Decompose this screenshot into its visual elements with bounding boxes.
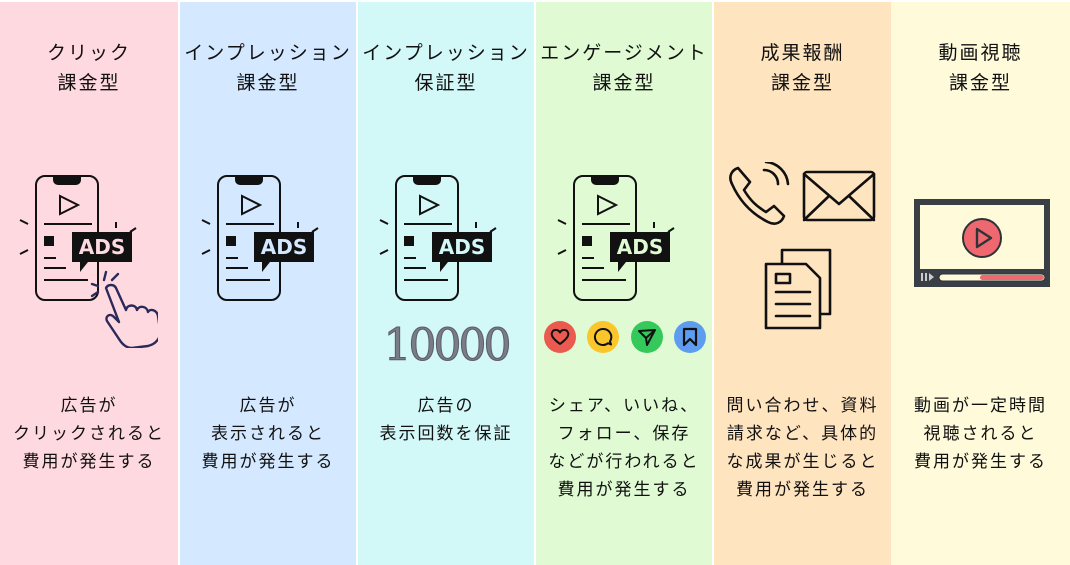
column-title: インプレッション 保証型	[358, 38, 534, 98]
desc-line: シェア、いいね、	[548, 396, 700, 416]
desc-line: 動画が一定時間	[914, 396, 1047, 416]
title-line: クリック	[46, 42, 131, 64]
video-player-icon	[891, 162, 1070, 372]
column-description: 動画が一定時間 視聴されると 費用が発生する	[891, 392, 1070, 476]
title-line: 課金型	[236, 72, 300, 94]
envelope-icon	[802, 170, 876, 222]
title-line: インプレッション	[184, 42, 352, 64]
desc-line: 問い合わせ、資料	[726, 396, 879, 416]
phone-ads-icon: ADS	[180, 162, 356, 372]
column-impression: インプレッション 課金型	[180, 2, 356, 565]
title-line: 成果報酬	[760, 42, 845, 64]
impression-count: 10000	[383, 320, 512, 372]
desc-line: 視聴されると	[923, 424, 1038, 444]
column-title: クリック 課金型	[0, 38, 178, 98]
comment-icon	[587, 321, 620, 353]
desc-line: 請求など、具体的	[726, 424, 879, 444]
svg-text:ADS: ADS	[439, 235, 485, 259]
title-line: 動画視聴	[938, 42, 1023, 64]
desc-line: 広告の	[417, 396, 475, 416]
title-line: 課金型	[592, 72, 656, 94]
svg-text:ADS: ADS	[617, 235, 663, 259]
column-engagement: エンゲージメント 課金型	[536, 2, 712, 565]
phone-ads-icon: ADS 10000	[358, 162, 534, 372]
column-title: インプレッション 課金型	[180, 38, 356, 98]
desc-line: 費用が発生する	[736, 480, 869, 500]
column-description: シェア、いいね、 フォロー、保存 などが行われると 費用が発生する	[536, 392, 712, 504]
desc-line: な成果が生じると	[726, 452, 879, 472]
title-line: インプレッション	[362, 42, 530, 64]
svg-text:ADS: ADS	[79, 235, 125, 259]
svg-text:ADS: ADS	[261, 235, 307, 259]
send-icon	[630, 321, 663, 353]
document-icon	[764, 262, 822, 330]
desc-line: 広告が	[60, 396, 118, 416]
engagement-icons	[544, 320, 706, 354]
column-impression-guarantee: インプレッション 保証型	[358, 2, 534, 565]
title-line: 課金型	[948, 72, 1012, 94]
title-line: エンゲージメント	[540, 42, 708, 64]
column-description: 広告が クリックされると 費用が発生する	[0, 392, 178, 476]
column-title: エンゲージメント 課金型	[536, 38, 712, 98]
title-line: 課金型	[770, 72, 834, 94]
desc-line: などが行われると	[548, 452, 700, 472]
desc-line: フォロー、保存	[557, 424, 691, 444]
desc-line: 費用が発生する	[201, 452, 335, 472]
bookmark-icon	[673, 321, 706, 353]
column-title: 成果報酬 課金型	[714, 38, 891, 98]
phone-icon	[729, 166, 786, 225]
column-description: 広告の 表示回数を保証	[358, 392, 534, 448]
column-performance: 成果報酬 課金型	[714, 2, 891, 565]
column-description: 問い合わせ、資料 請求など、具体的 な成果が生じると 費用が発生する	[714, 392, 891, 504]
title-line: 保証型	[414, 72, 478, 94]
desc-line: 費用が発生する	[557, 480, 691, 500]
desc-line: 表示回数を保証	[379, 424, 513, 444]
desc-line: 費用が発生する	[22, 452, 156, 472]
desc-line: 費用が発生する	[914, 452, 1047, 472]
column-title: 動画視聴 課金型	[891, 38, 1070, 98]
column-click: クリック 課金型	[0, 2, 178, 565]
desc-line: クリックされると	[13, 424, 165, 444]
column-video-view: 動画視聴 課金型 動画が一定時間 視聴されると 費用が発生する	[891, 2, 1070, 565]
heart-icon	[544, 321, 576, 353]
title-line: 課金型	[57, 72, 121, 94]
phone-mail-document-icon	[714, 162, 891, 372]
play-button-icon	[962, 218, 1002, 258]
phone-ads-icon: ADS	[536, 162, 712, 372]
desc-line: 表示されると	[211, 424, 325, 444]
phone-ads-with-tap-hand-icon: ADS	[0, 162, 178, 372]
column-description: 広告が 表示されると 費用が発生する	[180, 392, 356, 476]
desc-line: 広告が	[239, 396, 297, 416]
